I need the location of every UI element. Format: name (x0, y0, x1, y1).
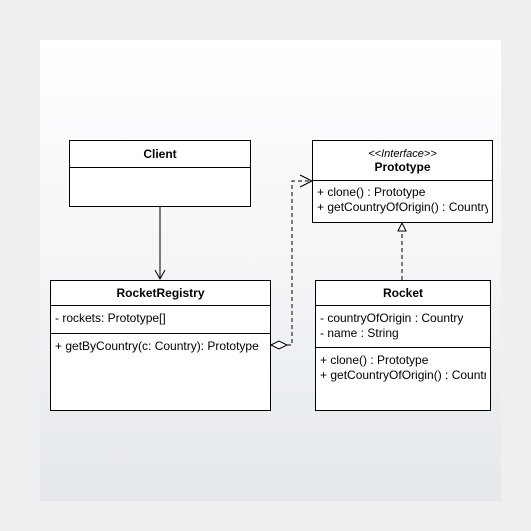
class-rocket-name: Rocket (382, 286, 423, 300)
class-client-name: Client (143, 147, 177, 161)
class-prototype-stereotype: <<Interface>> (368, 147, 437, 160)
operation: + clone() : Prototype (317, 185, 426, 199)
class-prototype-header: <<Interface>> Prototype (313, 141, 492, 181)
class-prototype-name: Prototype (374, 159, 431, 174)
attribute: - name : String (320, 326, 399, 340)
class-rocket-registry-operations: + getByCountry(c: Country): Prototype (51, 334, 270, 356)
class-rocket-attributes: - countryOfOrigin : Country - name : Str… (316, 306, 490, 348)
diagram-canvas (40, 40, 501, 501)
operation: + clone() : Prototype (320, 353, 429, 367)
operation: + getByCountry(c: Country): Prototype (55, 339, 259, 353)
class-rocket-header: Rocket (316, 281, 490, 306)
class-rocket-registry-attributes: - rockets: Prototype[] (51, 306, 270, 334)
class-rocket: Rocket - countryOfOrigin : Country - nam… (315, 280, 491, 411)
class-client: Client (69, 140, 251, 207)
class-rocket-operations: + clone() : Prototype + getCountryOfOrig… (316, 348, 490, 385)
operation: + getCountryOfOrigin() : Country (320, 368, 486, 382)
class-rocket-registry-header: RocketRegistry (51, 281, 270, 306)
class-rocket-registry-name: RocketRegistry (116, 286, 205, 300)
attribute: - rockets: Prototype[] (55, 311, 166, 325)
class-prototype-operations: + clone() : Prototype + getCountryOfOrig… (313, 181, 492, 217)
class-prototype: <<Interface>> Prototype + clone() : Prot… (312, 140, 493, 223)
class-rocket-registry: RocketRegistry - rockets: Prototype[] + … (50, 280, 271, 411)
attribute: - countryOfOrigin : Country (320, 311, 464, 325)
operation: + getCountryOfOrigin() : Country (317, 200, 488, 214)
class-client-header: Client (70, 141, 250, 168)
